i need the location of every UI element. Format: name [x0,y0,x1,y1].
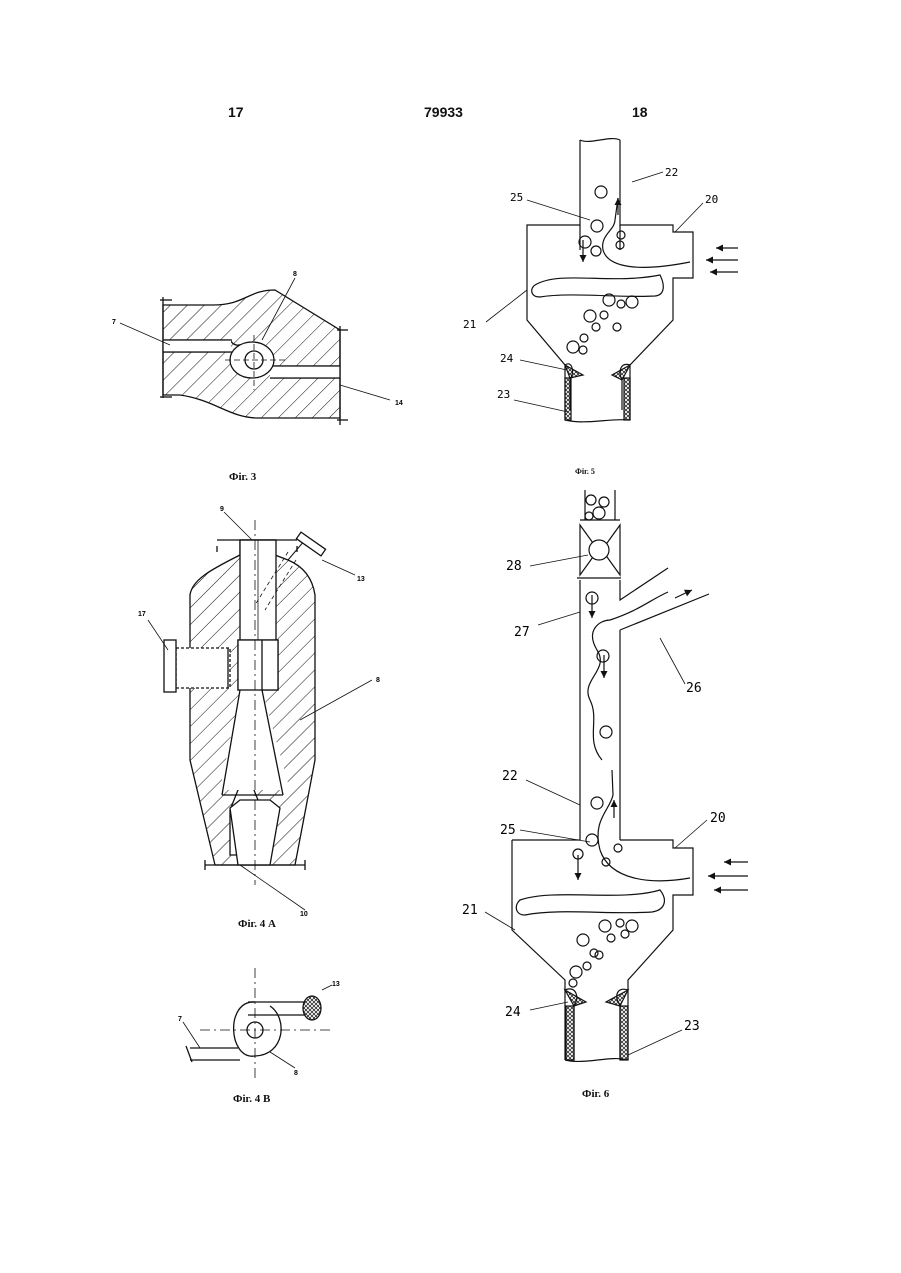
fig4a-label-8: 8 [376,677,380,684]
fig4b-label-8: 8 [294,1070,298,1077]
fig6-label-22: 22 [502,769,518,784]
fig6-label-23: 23 [684,1019,700,1034]
fig3-label-14: 14 [395,400,403,407]
figure-6 [485,490,748,1061]
fig4b-label-13: 13 [332,981,340,988]
fig6-label-21: 21 [462,903,478,918]
fig6-label-28: 28 [506,559,522,574]
fig4a-label-13: 13 [357,576,365,583]
fig4a-label-9: 9 [220,506,224,513]
figure-3 [120,278,390,425]
figure-4a [148,512,372,910]
fig5-label-20: 20 [705,193,718,206]
fig3-label-8: 8 [293,271,297,278]
fig3-label-7: 7 [112,319,116,326]
fig5-label-25: 25 [510,191,523,204]
caption-fig5: Фіг. 5 [575,467,595,476]
fig5-label-22: 22 [665,166,678,179]
fig4b-label-7: 7 [178,1016,182,1023]
fig5-label-24: 24 [500,352,514,365]
fig5-label-23: 23 [497,388,510,401]
fig4a-label-10: 10 [300,911,308,918]
fig6-label-27: 27 [514,625,530,640]
fig6-label-25: 25 [500,823,516,838]
fig4a-label-17: 17 [138,611,146,618]
fig6-label-24: 24 [505,1005,521,1020]
figure-5 [486,139,738,422]
fig6-label-26: 26 [686,681,702,696]
fig6-label-20: 20 [710,811,726,826]
caption-fig6: Фіг. 6 [582,1088,609,1100]
caption-fig3: Фіг. 3 [229,471,256,483]
caption-fig4a: Фіг. 4 А [238,918,276,930]
figure-4b [183,968,332,1080]
caption-fig4b: Фіг. 4 В [233,1093,270,1105]
fig5-label-21: 21 [463,318,476,331]
